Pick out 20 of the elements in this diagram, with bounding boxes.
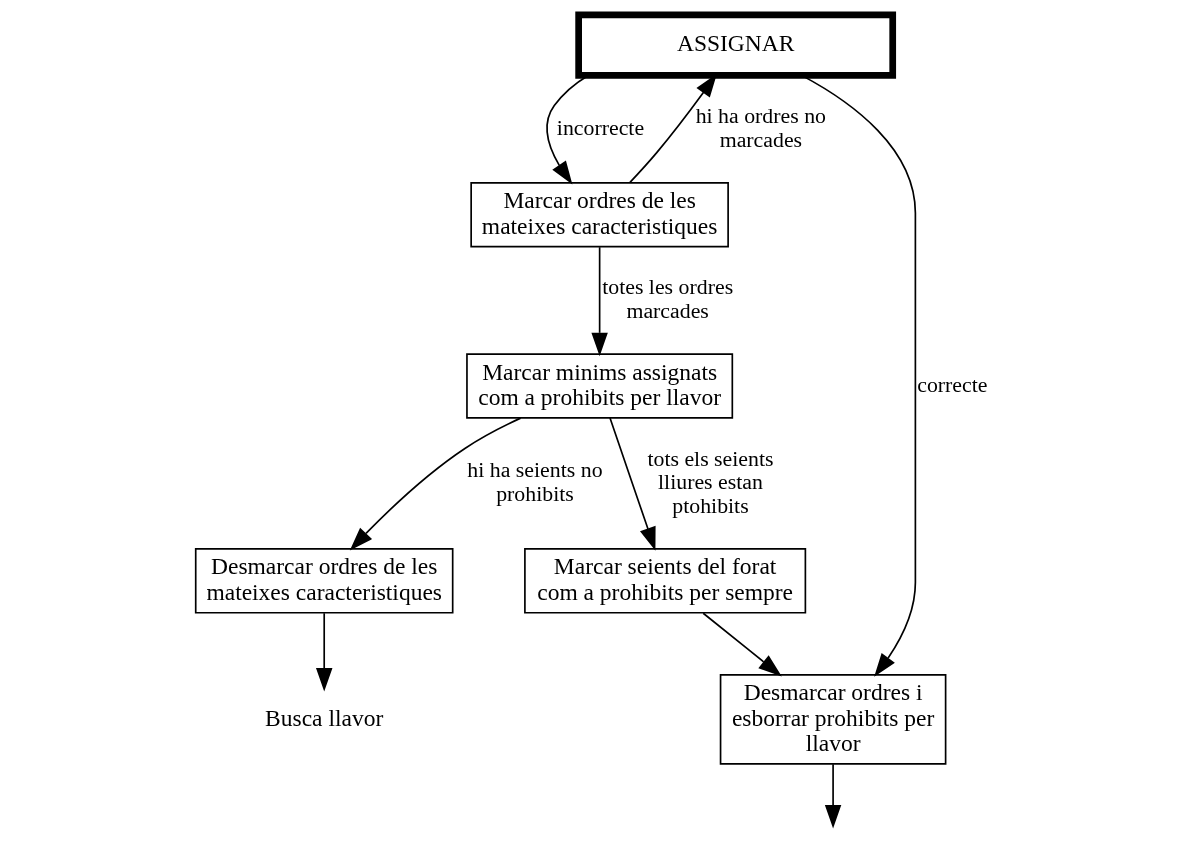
arrow bbox=[590, 246, 608, 357]
node-box: Marcar minims assignats com a prohibits per llavor bbox=[465, 353, 733, 419]
arrow bbox=[824, 763, 841, 829]
edge-label: hi ha ordres no marcades bbox=[695, 104, 826, 152]
arrow bbox=[608, 417, 656, 551]
arrow bbox=[349, 417, 521, 551]
node-text: Busca llavor bbox=[264, 704, 383, 731]
arrow bbox=[701, 612, 782, 677]
arrow bbox=[315, 612, 332, 692]
edge-label: tots els seients lliures estan ptohibits bbox=[646, 446, 774, 518]
edge-label: correcte bbox=[916, 372, 987, 397]
node-box: Desmarcar ordres de les mateixes caracteristiques bbox=[194, 548, 453, 614]
node-box: Marcar seients del forat com a prohibits per sempre bbox=[523, 548, 806, 614]
node-box: Marcar ordres de les mateixes caracteristiques bbox=[469, 182, 729, 248]
arrow bbox=[800, 74, 916, 677]
node-box: ASSIGNAR bbox=[574, 11, 896, 79]
edge-label: totes les ordres marcades bbox=[601, 275, 733, 323]
node-box: Desmarcar ordres i esborrar prohibits per llavor bbox=[719, 674, 946, 765]
edge-label: hi ha seients no prohibits bbox=[466, 458, 603, 506]
edge-label: incorrecte bbox=[556, 115, 644, 140]
